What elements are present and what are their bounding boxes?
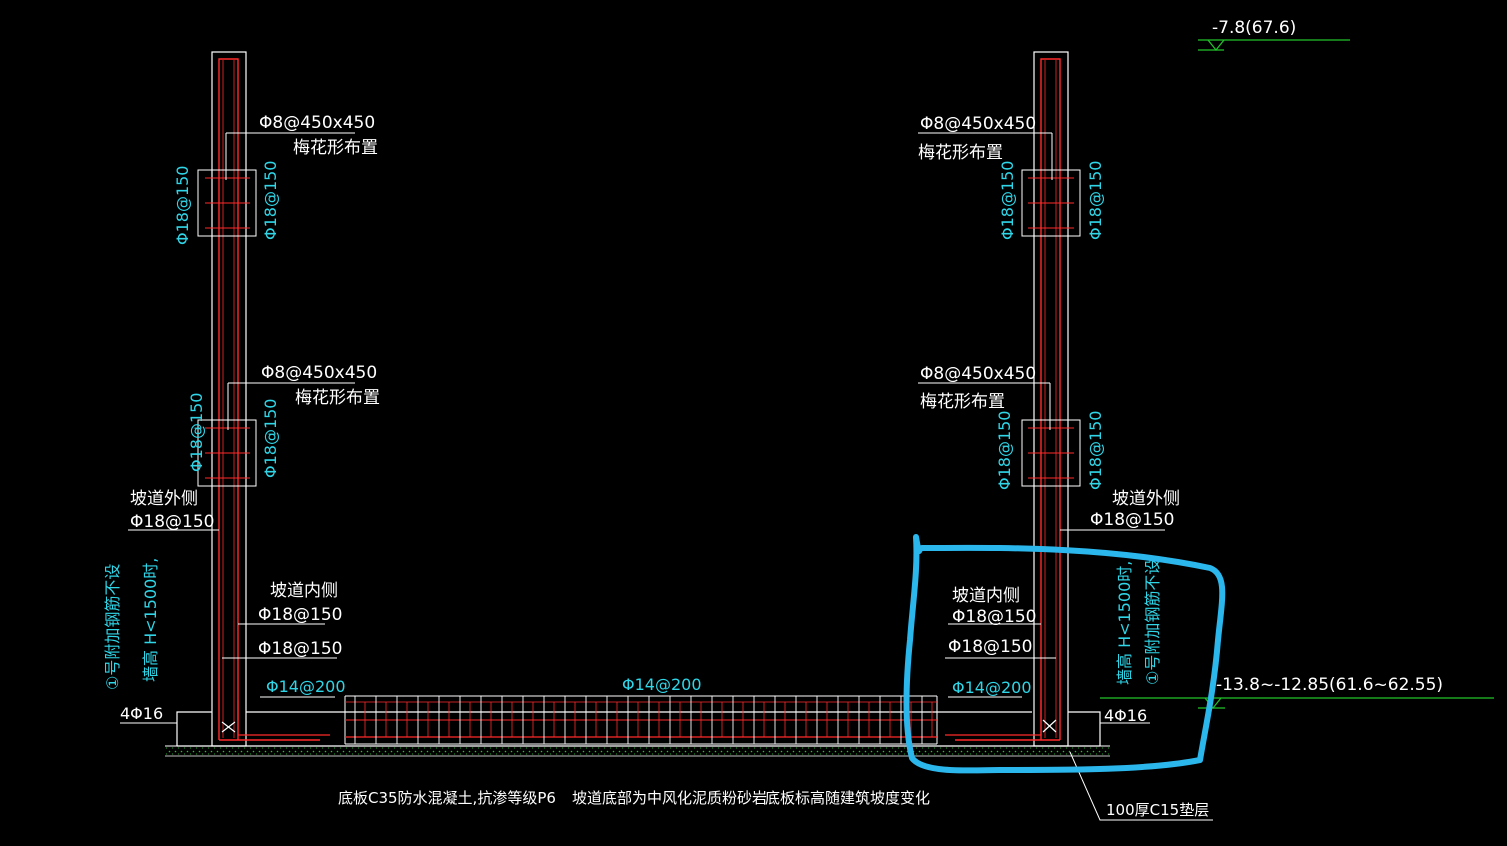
bottom-elevation-text: -13.8~-12.85(61.6~62.55) [1216,675,1443,695]
right-tie-upper-layout: 梅花形布置 [918,143,1003,163]
right-wall [945,51,1081,747]
right-bar-lower-left: Φ18@150 [995,411,1014,491]
left-tie-lower-layout: 梅花形布置 [295,388,380,408]
left-bar-lower-right: Φ18@150 [261,399,280,479]
highlight-annotation [903,534,1226,774]
right-bar-upper-right: Φ18@150 [1086,161,1105,241]
left-note-line2: 墙高 H<1500时, [141,558,160,682]
left-tie-upper-spec: Φ8@450x450 [259,113,375,133]
rock-note: 坡道底部为中风化泥质粉砂岩 [572,789,767,807]
left-corner-bars: 4Φ16 [120,704,163,723]
left-inner-spec: Φ18@150 [258,605,342,625]
right-corner-bars: 4Φ16 [1104,706,1147,725]
left-wall-annotations [120,132,355,724]
left-extra-spec: Φ18@150 [258,639,342,659]
base-slab-outline [176,711,1101,747]
right-bar-upper-left: Φ18@150 [998,161,1017,241]
right-outer-label: 坡道外侧 [1112,489,1180,509]
left-bar-lower-left: Φ18@150 [187,393,206,473]
left-bar-upper-right: Φ18@150 [261,161,280,241]
left-slab-spec: Φ14@200 [266,677,346,696]
concrete-note: 底板C35防水混凝土,抗渗等级P6 [338,789,556,807]
left-tie-lower-spec: Φ8@450x450 [261,363,377,383]
right-inner-label: 坡道内侧 [952,586,1020,606]
cushion-note: 100厚C15垫层 [1106,801,1209,819]
right-tie-lower-layout: 梅花形布置 [920,392,1005,412]
top-elevation-text: -7.8(67.6) [1212,18,1296,38]
cushion-leader [1069,751,1213,821]
slab-center-spec: Φ14@200 [622,675,702,694]
elevation-note: 底板标高随建筑坡度变化 [765,789,930,807]
left-tie-upper-layout: 梅花形布置 [293,138,378,158]
slab-rebar-grid [344,695,938,745]
right-inner-spec: Φ18@150 [952,607,1036,627]
right-wall-annotations [918,132,1165,724]
right-note-line1: 墙高 H<1500时, [1115,561,1134,685]
c15-cushion-hatch [165,746,1110,756]
right-outer-spec: Φ18@150 [1090,510,1174,530]
left-outer-spec: Φ18@150 [130,512,214,532]
left-note-line1: ①号附加钢筋不设 [103,564,122,690]
right-note-line2: ①号附加钢筋不设 [1143,559,1162,685]
left-outer-label: 坡道外侧 [130,489,198,509]
right-tie-lower-spec: Φ8@450x450 [920,364,1036,384]
right-tie-upper-spec: Φ8@450x450 [920,114,1036,134]
left-inner-label: 坡道内侧 [270,581,338,601]
right-bar-lower-right: Φ18@150 [1086,411,1105,491]
right-slab-spec: Φ14@200 [952,678,1032,697]
left-bar-upper-left: Φ18@150 [173,166,192,246]
top-elevation-marker: -7.8(67.6) [1198,18,1350,52]
right-extra-spec: Φ18@150 [948,637,1032,657]
